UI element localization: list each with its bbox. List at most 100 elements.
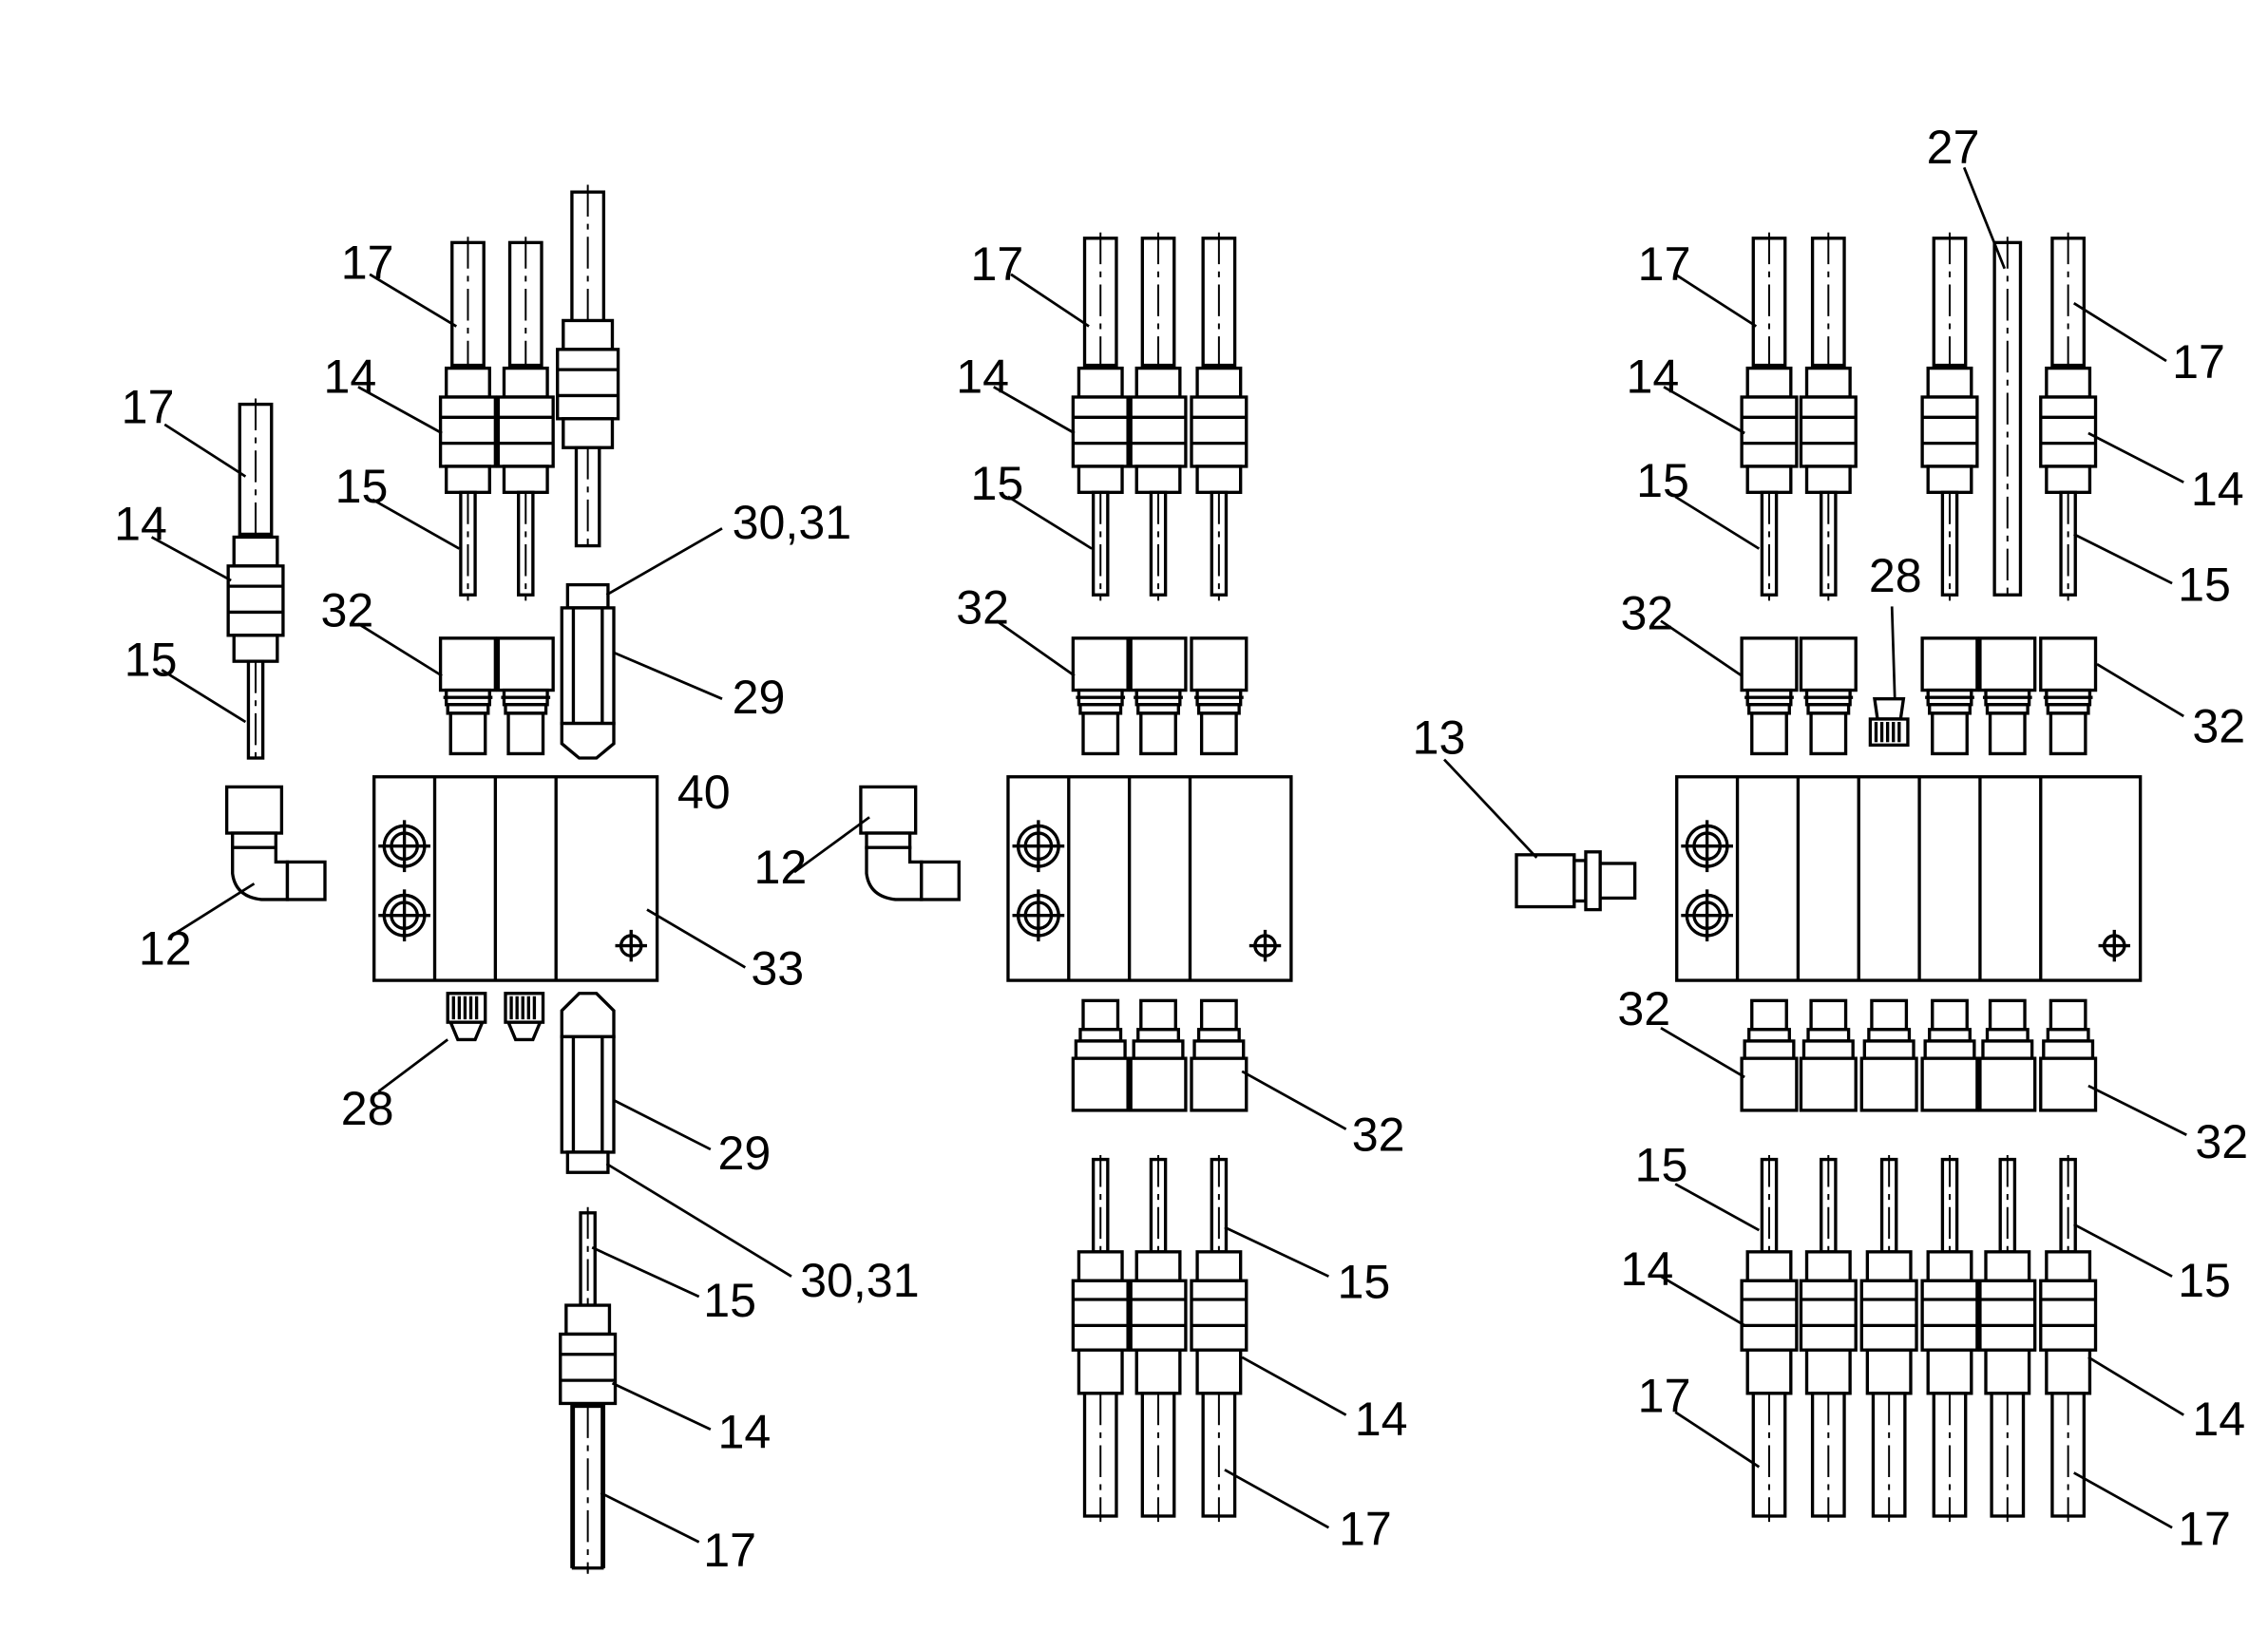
connector-32 (1978, 636, 2037, 756)
callout-29: 29 (613, 1099, 771, 1180)
callout-label: 15 (1636, 454, 1689, 507)
callout-label: 17 (1339, 1502, 1392, 1555)
callout-label: 15 (1635, 1138, 1688, 1191)
connector-32 (1978, 998, 2037, 1112)
callout-label: 15 (703, 1274, 756, 1327)
tube-assembly (496, 237, 555, 601)
callout-label: 14 (717, 1406, 771, 1459)
callout-14: 14 (114, 497, 232, 582)
callout-label: 32 (2192, 699, 2245, 752)
plug-28 (504, 992, 545, 1042)
callout-15: 15 (970, 457, 1093, 550)
callout-29: 29 (613, 651, 786, 724)
elbow-fitting-12 (224, 785, 327, 901)
connector-32 (496, 636, 555, 756)
connector-32 (1920, 636, 1979, 756)
callout-17: 17 (600, 1491, 756, 1577)
tube-assembly (1129, 1154, 1188, 1523)
callout-32: 32 (2087, 1084, 2248, 1168)
callout-label: 32 (320, 584, 373, 637)
tube-assembly (1190, 232, 1248, 601)
tube-assembly (1071, 1154, 1130, 1523)
tube-assembly (1920, 1154, 1979, 1523)
callout-28: 28 (341, 1038, 449, 1135)
connector-32 (2039, 636, 2098, 756)
tube-assembly (2039, 1154, 2098, 1523)
callout-14: 14 (1627, 350, 1745, 435)
tube-assembly (1129, 232, 1188, 601)
callout-17: 17 (1224, 1469, 1392, 1555)
fitting-13 (1515, 850, 1637, 912)
tube-assembly (1071, 232, 1130, 601)
tube-assembly (2039, 232, 2098, 601)
callout-15: 15 (1224, 1225, 1390, 1308)
callout-label: 17 (1638, 237, 1691, 291)
callout-label: 29 (717, 1127, 771, 1180)
callout-label: 15 (335, 460, 389, 513)
callout-27: 27 (1927, 121, 2007, 270)
distribution-block-left (372, 775, 659, 982)
callout-label: 14 (1627, 350, 1680, 403)
callout-40: 40 (677, 766, 731, 819)
callout-15: 15 (1636, 454, 1761, 550)
tube-assembly (556, 184, 620, 548)
tube-17 (571, 1404, 604, 1574)
callout-label: 17 (341, 236, 394, 289)
connector-32 (1129, 998, 1188, 1112)
callout-label: 14 (1620, 1242, 1673, 1296)
callout-label: 33 (751, 942, 804, 996)
tube-assembly (1978, 1154, 2037, 1523)
callout-32: 32 (320, 584, 443, 677)
callout-17: 17 (122, 380, 247, 478)
callout-label: 29 (733, 671, 786, 724)
callout-label: 14 (956, 350, 1009, 403)
tube-assembly (226, 398, 285, 765)
connector-32 (1859, 998, 1918, 1112)
callout-32: 32 (1617, 982, 1745, 1079)
callout-14: 14 (611, 1381, 771, 1459)
tube-assembly (1740, 1154, 1799, 1523)
callout-label: 32 (2195, 1115, 2248, 1168)
callout-15: 15 (335, 460, 461, 550)
callout-label: 32 (1617, 982, 1670, 1035)
callout-label: 17 (1638, 1370, 1691, 1423)
callout-label: 15 (124, 633, 178, 686)
callout-label: 28 (341, 1082, 394, 1135)
distribution-block-right (1675, 775, 2143, 982)
connector-32 (438, 636, 498, 756)
callout-14: 14 (323, 350, 443, 435)
callout-33: 33 (646, 908, 804, 996)
callout-14: 14 (956, 350, 1076, 435)
callout-32: 32 (1241, 1070, 1405, 1161)
connector-32 (1740, 636, 1799, 756)
plug-28 (446, 992, 487, 1042)
callout-15: 15 (124, 633, 247, 724)
valve-29 (560, 992, 616, 1174)
tube-assembly (1740, 232, 1799, 601)
callout-label: 15 (970, 457, 1023, 510)
callout-label: 32 (1352, 1108, 1405, 1161)
callout-32: 32 (1620, 587, 1743, 677)
callout-15: 15 (1635, 1138, 1761, 1232)
callout-14: 14 (1620, 1242, 1745, 1327)
callout-28: 28 (1869, 549, 1922, 699)
callout-label: 28 (1869, 549, 1922, 602)
tube-assembly (1859, 1154, 1918, 1523)
callout-13: 13 (1413, 711, 1538, 859)
connector-32 (1190, 998, 1248, 1112)
connector-32 (1190, 636, 1248, 756)
callout-30-31: 30,31 (605, 496, 851, 597)
callout-label: 15 (2178, 558, 2231, 611)
connector-32 (1740, 998, 1799, 1112)
callout-label: 14 (323, 350, 376, 403)
callout-label: 40 (677, 766, 731, 819)
callout-17: 17 (341, 236, 458, 328)
callout-label: 17 (2172, 335, 2225, 389)
tube-27 (1992, 237, 2023, 601)
callout-12: 12 (753, 816, 870, 894)
callout-label: 32 (956, 581, 1009, 635)
connector-32 (1071, 998, 1130, 1112)
tube-assembly (1190, 1154, 1248, 1523)
tube-assembly (1920, 232, 1979, 601)
